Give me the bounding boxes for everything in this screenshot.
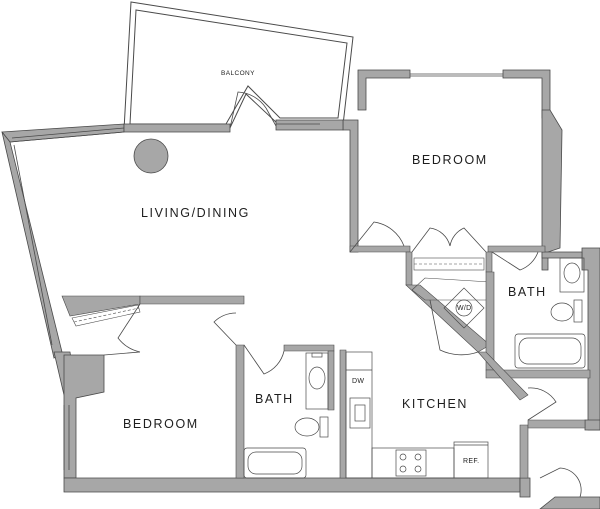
closet-shelves: [71, 257, 485, 327]
windows: [9, 73, 503, 470]
kitchen-fixtures: [345, 351, 489, 479]
entry-walls: [477, 351, 529, 401]
interior-walls: [61, 245, 591, 479]
column: [133, 138, 169, 174]
washer-dryer: [443, 287, 485, 329]
bath-1-fixtures: [243, 352, 329, 479]
washer-dryer-label: W/D: [457, 305, 472, 312]
doors: [103, 91, 582, 498]
walls: [1, 69, 600, 509]
bedroom-1-label: BEDROOM: [123, 417, 199, 431]
living-dining-label: LIVING/DINING: [141, 206, 251, 220]
balcony-label: BALCONY: [221, 70, 255, 77]
balcony: [123, 1, 354, 131]
bath-1-label: BATH: [255, 392, 294, 406]
dishwasher-label: DW: [352, 378, 365, 385]
bedroom-2-label: BEDROOM: [412, 153, 488, 167]
kitchen-label: KITCHEN: [402, 397, 469, 411]
refrigerator-label: REF.: [463, 458, 480, 465]
bath-2-label: BATH: [508, 285, 547, 299]
bath-2-fixtures: [514, 257, 586, 369]
